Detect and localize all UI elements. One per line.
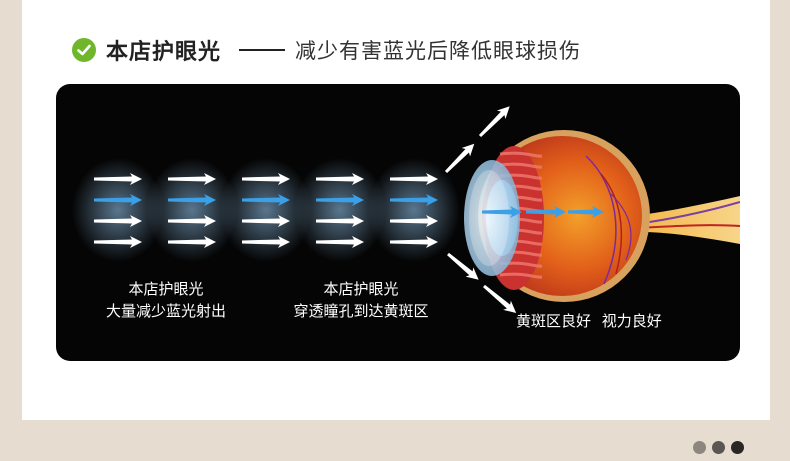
arrow-icon [168,215,216,227]
caption-middle-line2: 穿透瞳孔到达黄斑区 [293,302,429,320]
arrow-icon [444,143,475,174]
caption-left-line2: 大量减少蓝光射出 [105,302,226,320]
arrow-icon [447,252,479,280]
arrow-icon [94,194,142,206]
arrow-icon [242,194,290,206]
pagination-dot[interactable] [693,441,706,454]
arrow-icon [316,236,364,248]
arrow-icon [94,215,142,227]
pagination-dots [693,441,744,454]
arrow-icon [168,236,216,248]
arrow-icon [242,236,290,248]
arrow-icon [478,106,510,138]
caption-left-line1: 本店护眼光 [128,280,204,298]
arrow-icon [316,173,364,185]
pagination-dot[interactable] [712,441,725,454]
section-header: 本店护眼光 减少有害蓝光后降低眼球损伤 [72,30,581,70]
illustration-panel: 本店护眼光 大量减少蓝光射出 本店护眼光 穿透瞳孔到达黄斑区 黄斑区良好 视力良… [56,84,740,361]
page-title: 本店护眼光 [106,40,222,65]
page-subtitle: 减少有害蓝光后降低眼球损伤 [295,39,582,63]
arrow-icon [390,215,438,227]
arrow-icon [94,173,142,185]
check-icon [72,38,96,62]
arrow-icon [168,173,216,185]
arrow-icon [316,194,364,206]
caption-middle-line1: 本店护眼光 [323,280,399,298]
arrow-icon [242,173,290,185]
caption-right: 黄斑区良好 视力良好 [516,312,662,330]
arrow-icon [526,206,566,218]
eye-illustration [464,130,740,302]
title-divider [239,49,286,51]
arrow-icon [482,206,522,218]
illustration-svg [72,106,740,313]
arrow-icon [390,236,438,248]
arrow-icon [568,206,604,218]
pagination-dot[interactable] [731,441,744,454]
arrow-icon [94,236,142,248]
arrow-icon [242,215,290,227]
arrow-icon [390,173,438,185]
arrow-icon [316,215,364,227]
arrow-icon [483,284,517,313]
arrow-icon [390,194,438,206]
caption-middle: 本店护眼光 穿透瞳孔到达黄斑区 [276,278,446,322]
caption-left: 本店护眼光 大量减少蓝光射出 [86,278,246,322]
arrow-icon [168,194,216,206]
